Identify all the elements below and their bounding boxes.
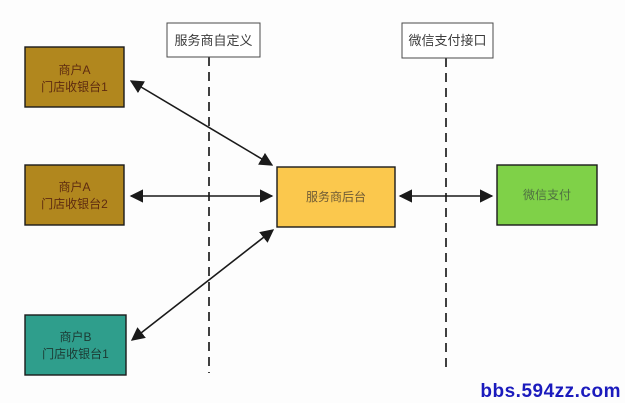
node-wechat-pay: 微信支付 — [496, 164, 598, 226]
edge-merchant-a1-backend — [129, 80, 274, 166]
node-label-line1: 商户B — [59, 329, 91, 344]
lane-label-text: 微信支付接口 — [408, 33, 486, 48]
node-label-line2: 门店收银台1 — [41, 79, 108, 94]
node-box — [496, 164, 598, 226]
node-box — [24, 314, 127, 376]
lane-label-service-custom: 服务商自定义 — [166, 22, 261, 58]
watermark-text: bbs.594zz.com — [480, 381, 621, 402]
lane-label-text: 服务商自定义 — [174, 33, 252, 48]
node-service-backend: 服务商后台 — [276, 166, 396, 228]
node-label-line1: 商户A — [58, 62, 90, 77]
lane-label-wechat-api: 微信支付接口 — [401, 22, 494, 59]
node-box — [24, 164, 125, 226]
node-label-line2: 门店收银台2 — [41, 196, 108, 211]
node-box — [276, 166, 396, 228]
node-merchant-a1: 商户A 门店收银台1 — [24, 46, 125, 108]
node-merchant-b1: 商户B 门店收银台1 — [24, 314, 127, 376]
node-label-line2: 门店收银台1 — [42, 346, 109, 361]
node-label: 微信支付 — [523, 188, 571, 202]
node-label: 服务商后台 — [306, 189, 366, 204]
node-label-line1: 商户A — [58, 179, 90, 194]
edge-merchant-b1-backend — [130, 229, 275, 341]
lane-label-box — [401, 22, 494, 59]
lane-label-box — [166, 22, 261, 58]
node-merchant-a2: 商户A 门店收银台2 — [24, 164, 125, 226]
node-box — [24, 46, 125, 108]
